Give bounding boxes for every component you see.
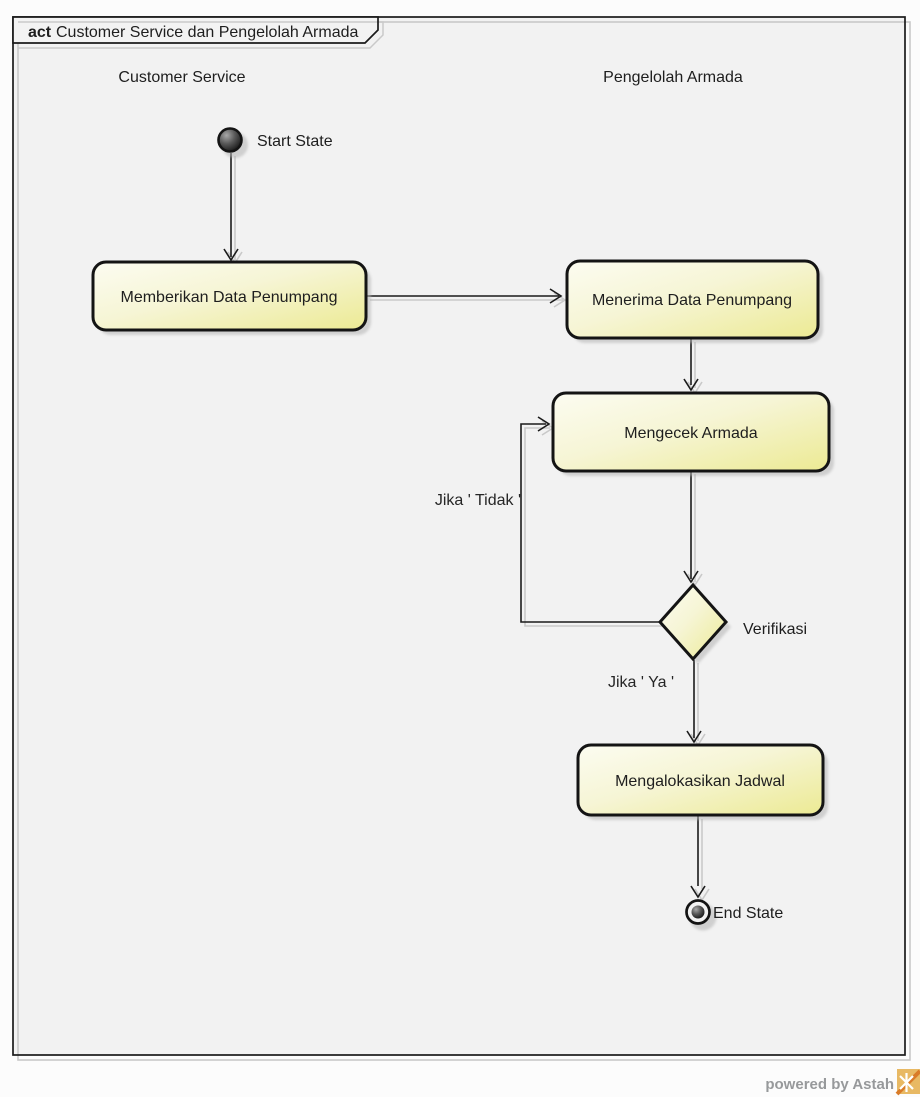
diagram-title: Customer Service dan Pengelolah Armada (56, 24, 358, 41)
diagram-keyword: act (28, 24, 52, 41)
decision-verifikasi (657, 582, 731, 664)
frame-shadow (17, 21, 911, 1061)
action-memberikan: Memberikan Data Penumpang (91, 260, 371, 335)
action-mengalokasikan-box (576, 743, 825, 817)
action-mengecek-label: Mengecek Armada (624, 425, 758, 442)
frame-title-tab (13, 17, 378, 43)
decision-verifikasi-label: Verifikasi (743, 621, 807, 638)
frame-background (13, 17, 905, 1055)
initial-node-circle (217, 127, 243, 153)
final-node-core (691, 905, 705, 919)
decision-verifikasi-diamond (657, 582, 729, 662)
partition-header-customer-service: Customer Service (118, 69, 245, 86)
frame-title-tab-border (12, 16, 379, 44)
powered-by-text: powered by Astah (765, 1076, 894, 1093)
action-mengecek-box (551, 391, 831, 473)
astah-logo-star (899, 1073, 914, 1092)
partition-header-pengelolah-armada: Pengelolah Armada (603, 69, 743, 86)
edge-label-jika-tidak: Jika ' Tidak ' (435, 492, 521, 509)
final-node-label: End State (713, 905, 783, 922)
action-menerima-label: Menerima Data Penumpang (592, 292, 792, 309)
astah-logo-sash (895, 1069, 920, 1096)
initial-node (217, 127, 248, 158)
frame-title-tab-shadow (18, 21, 384, 49)
action-mengecek: Mengecek Armada (551, 391, 834, 476)
frame-border (12, 16, 906, 1056)
edge-label-jika-ya: Jika ' Ya ' (608, 674, 674, 691)
action-memberikan-label: Memberikan Data Penumpang (120, 289, 337, 306)
action-mengalokasikan: Mengalokasikan Jadwal (576, 743, 828, 820)
action-menerima-box (565, 259, 820, 340)
final-node (685, 899, 717, 931)
action-mengalokasikan-label: Mengalokasikan Jadwal (615, 773, 785, 790)
astah-logo-icon (895, 1069, 920, 1096)
initial-node-label: Start State (257, 133, 333, 150)
action-menerima: Menerima Data Penumpang (565, 259, 823, 343)
action-memberikan-box (91, 260, 368, 332)
